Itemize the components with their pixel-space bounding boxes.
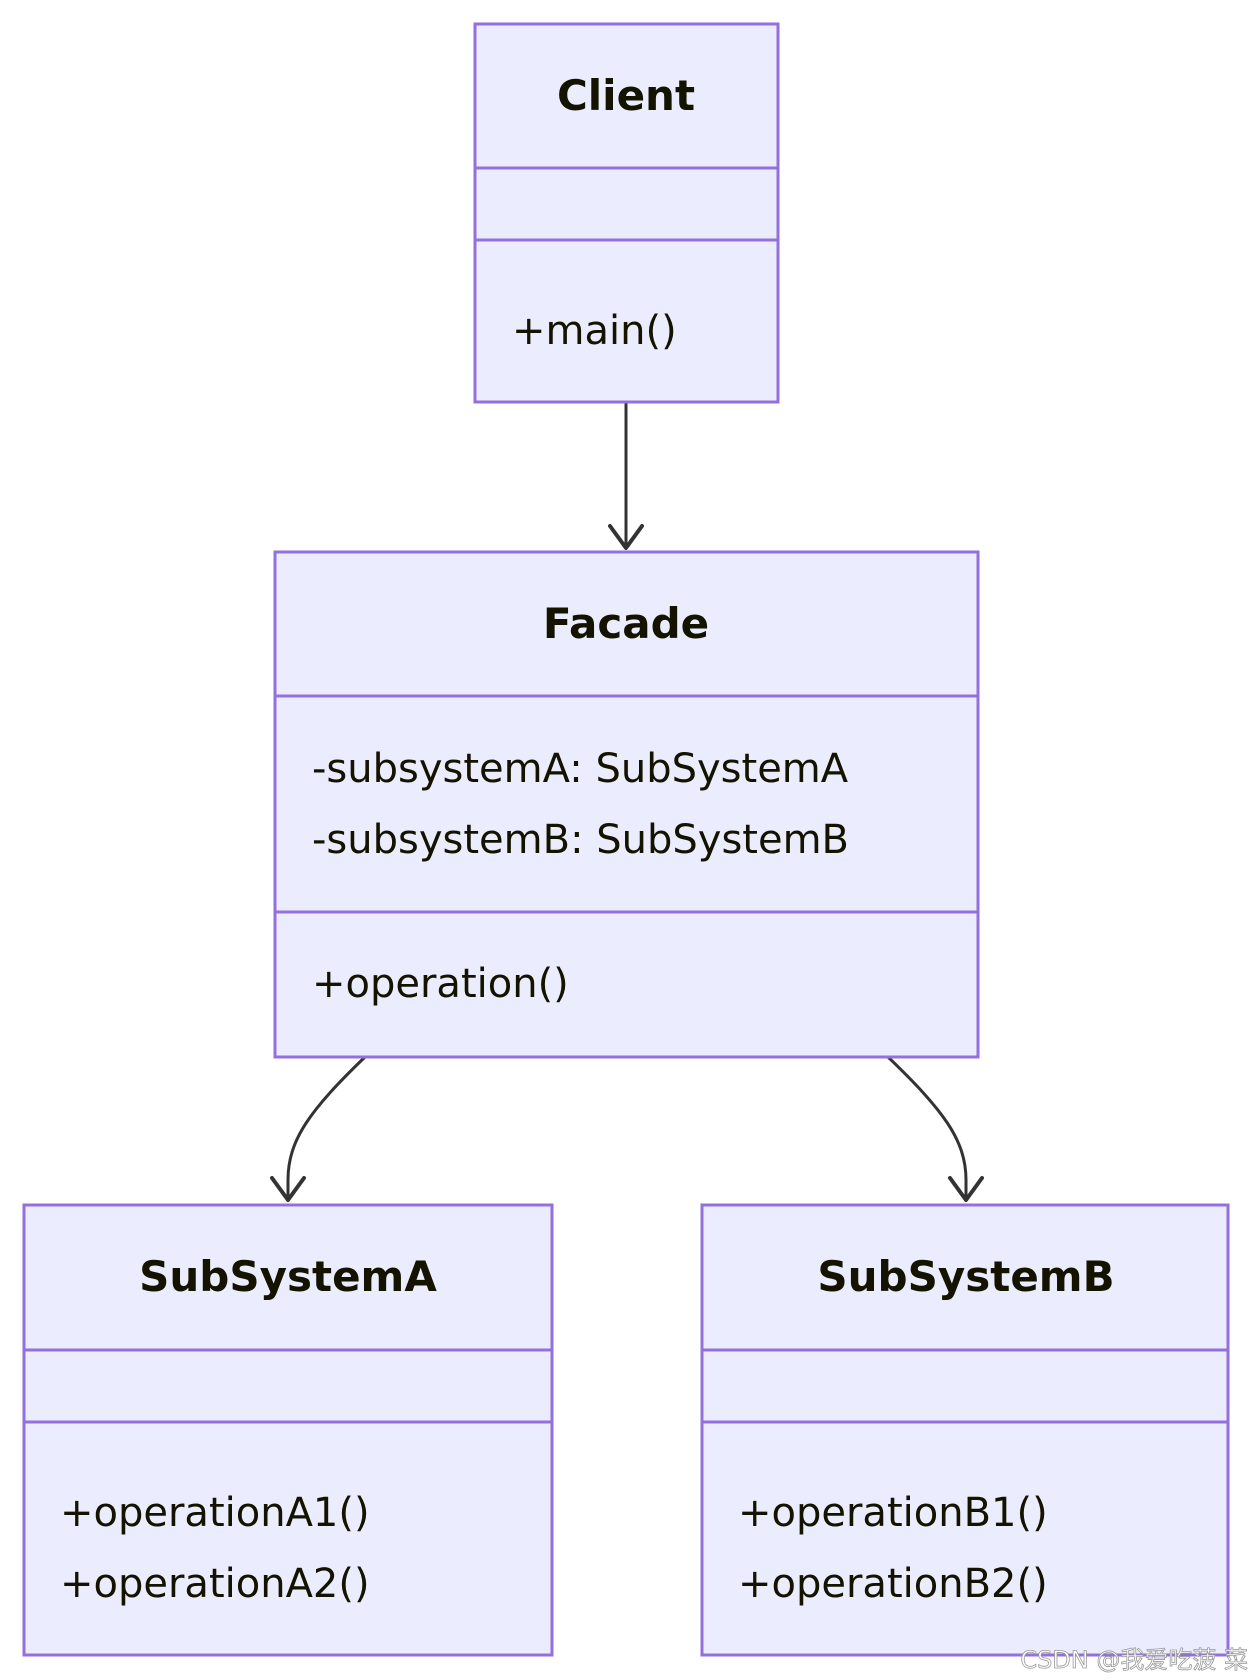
class-subsystem-b: SubSystemB +operationB1() +operationB2()	[700, 1203, 1230, 1657]
class-method: +operationA2()	[60, 1561, 370, 1607]
class-method: +main()	[512, 308, 677, 354]
class-method: +operationA1()	[60, 1490, 370, 1536]
class-attribute: -subsystemB: SubSystemB	[312, 817, 849, 863]
class-client: Client +main()	[473, 22, 780, 404]
edge-facade-to-subsystem-a	[270, 1055, 367, 1202]
class-name: Facade	[543, 599, 709, 648]
class-name: Client	[557, 71, 695, 120]
class-facade: Facade -subsystemA: SubSystemA -subsyste…	[273, 550, 980, 1059]
arrowhead-icon	[948, 1176, 984, 1202]
class-method: +operation()	[312, 961, 569, 1007]
edge-facade-to-subsystem-b	[886, 1055, 984, 1202]
watermark-text: CSDN @我爱吃菠 菜	[1020, 1646, 1248, 1674]
arrowhead-icon	[270, 1176, 306, 1202]
arrowhead-icon	[608, 524, 644, 550]
edge-client-to-facade	[608, 402, 644, 550]
class-attribute: -subsystemA: SubSystemA	[312, 746, 849, 792]
class-name: SubSystemA	[139, 1252, 437, 1301]
class-method: +operationB1()	[738, 1490, 1048, 1536]
class-subsystem-a: SubSystemA +operationA1() +operationA2()	[22, 1203, 554, 1657]
class-method: +operationB2()	[738, 1561, 1048, 1607]
class-name: SubSystemB	[817, 1252, 1114, 1301]
